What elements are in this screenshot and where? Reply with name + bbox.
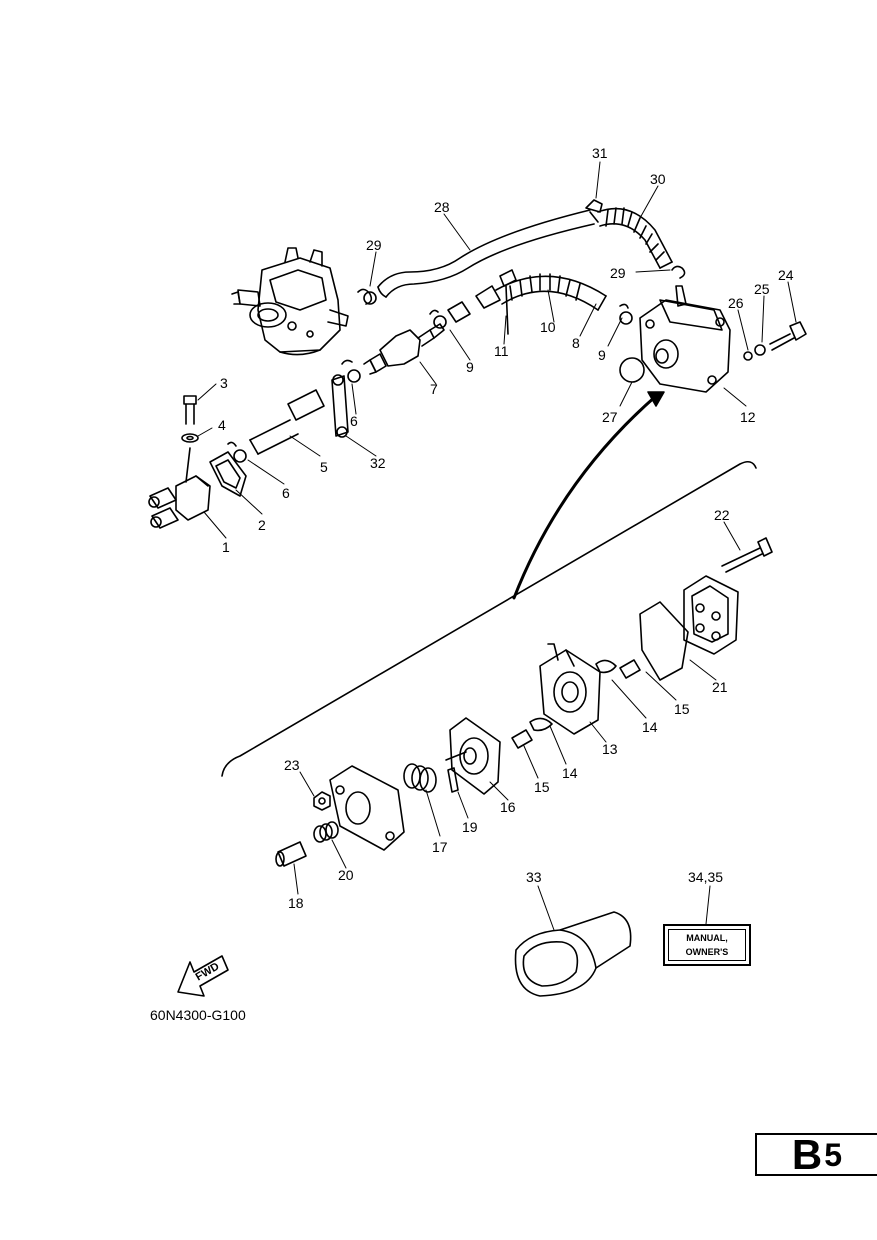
plunger-18-drawing (275, 841, 307, 867)
manual-line-1: MANUAL, (686, 933, 728, 943)
oring-27-drawing (619, 357, 645, 383)
connector-1-drawing (148, 447, 211, 529)
callout-16: 16 (500, 799, 516, 815)
callout-25: 25 (754, 281, 770, 297)
hose-5-drawing (249, 389, 325, 455)
fwd-arrow-icon (177, 955, 229, 997)
clip-11-drawing (499, 269, 517, 335)
callout-32: 32 (370, 455, 386, 471)
callout-19: 19 (462, 819, 478, 835)
hose-short-drawing (447, 285, 501, 323)
callout-28: 28 (434, 199, 450, 215)
exploded-view-outline (221, 391, 757, 777)
callout-15-b: 15 (674, 701, 690, 717)
spring-17-drawing (403, 763, 437, 793)
pump-base-drawing (329, 765, 405, 851)
screws-15-drawing (511, 659, 641, 749)
gasket-under-21-drawing (639, 601, 689, 681)
callout-15-a: 15 (534, 779, 550, 795)
callout-10: 10 (540, 319, 556, 335)
hose-30-drawing (597, 207, 673, 269)
callout-22: 22 (714, 507, 730, 523)
bracket-32-drawing (331, 374, 349, 438)
callout-17: 17 (432, 839, 448, 855)
callout-21: 21 (712, 679, 728, 695)
clips-drawing (227, 265, 686, 463)
callout-8: 8 (572, 335, 580, 351)
bolt-3-drawing (181, 395, 199, 443)
pump-body-13-drawing (539, 643, 601, 735)
callout-30: 30 (650, 171, 666, 187)
callout-18: 18 (288, 895, 304, 911)
owners-manual-label: MANUAL, OWNER'S (663, 924, 751, 966)
callout-6-a: 6 (350, 413, 358, 429)
callout-1: 1 (222, 539, 230, 555)
callout-5: 5 (320, 459, 328, 475)
callout-23: 23 (284, 757, 300, 773)
diagram-code: 60N4300-G100 (150, 1007, 246, 1023)
bolt-24-drawing (743, 321, 807, 361)
callout-2: 2 (258, 517, 266, 533)
hose-28-drawing (377, 209, 595, 298)
callout-31: 31 (592, 145, 608, 161)
callout-33: 33 (526, 869, 542, 885)
callout-27: 27 (602, 409, 618, 425)
diaphragm-16-drawing (445, 717, 501, 795)
callout-14-b: 14 (562, 765, 578, 781)
callout-13: 13 (602, 741, 618, 757)
callout-26: 26 (728, 295, 744, 311)
callout-14-a: 14 (642, 719, 658, 735)
valves-14-drawing (529, 659, 617, 732)
fuel-filter-7-drawing (363, 323, 445, 375)
callout-34-35: 34,35 (688, 869, 724, 885)
carburetor-drawing (231, 247, 349, 356)
page-tag-letter: B (791, 1130, 823, 1178)
callout-29-b: 29 (610, 265, 626, 281)
spring-20-drawing (313, 821, 339, 843)
cover-21-drawing (683, 575, 739, 655)
bolt-22-drawing (721, 537, 773, 573)
clip-31-drawing (585, 199, 603, 223)
callout-6-b: 6 (282, 485, 290, 501)
callout-11: 11 (494, 343, 509, 359)
cover-33-drawing (514, 911, 632, 997)
fuel-pump-12-drawing (639, 285, 731, 393)
callout-4: 4 (218, 417, 226, 433)
callout-24: 24 (778, 267, 794, 283)
page-tag-number: 5 (824, 1136, 843, 1173)
callout-20: 20 (338, 867, 354, 883)
callout-7: 7 (430, 381, 438, 397)
callout-12: 12 (740, 409, 756, 425)
nut-23-drawing (313, 791, 331, 811)
gasket-2-drawing (209, 451, 247, 497)
manual-line-2: OWNER'S (685, 947, 729, 957)
callout-9-b: 9 (598, 347, 606, 363)
callout-29-a: 29 (366, 237, 382, 253)
pin-19-drawing (447, 767, 459, 793)
callout-3: 3 (220, 375, 228, 391)
callout-9-a: 9 (466, 359, 474, 375)
leader-lines (197, 161, 797, 931)
page-tag: B 5 (755, 1133, 877, 1176)
